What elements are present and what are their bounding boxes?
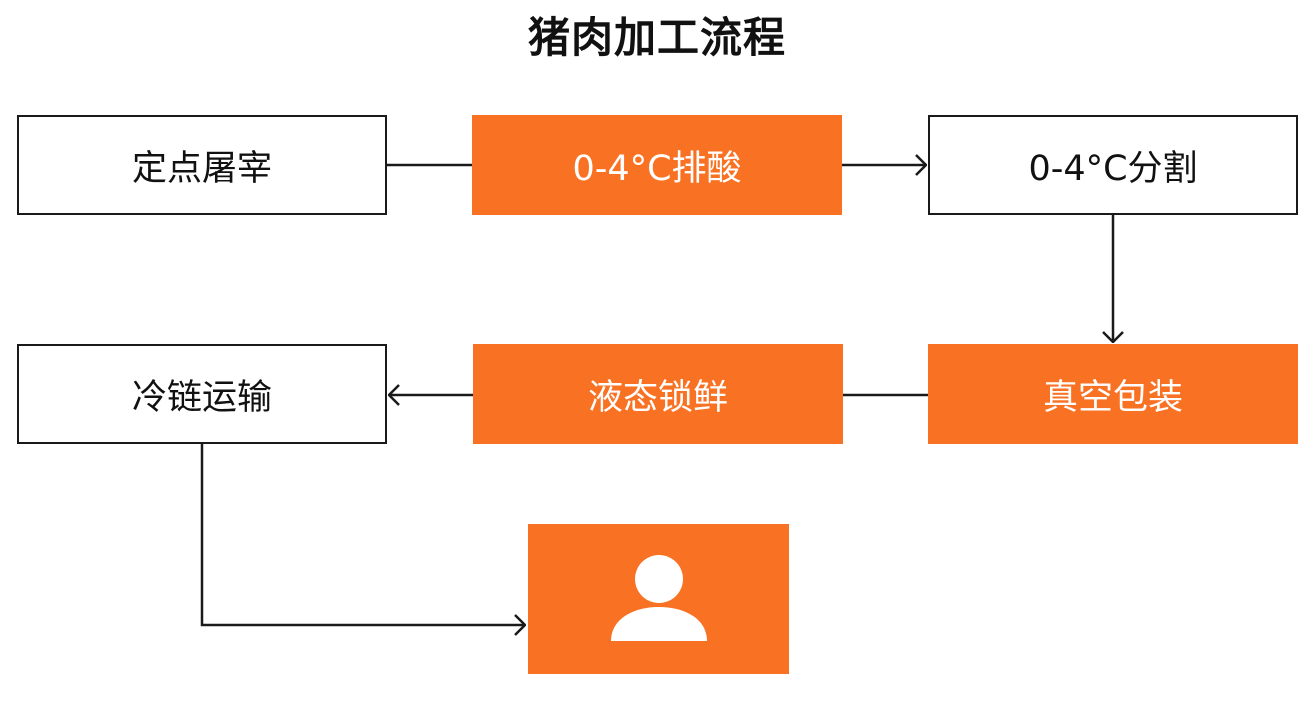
node-cutting: 0-4°C分割 bbox=[928, 115, 1298, 215]
node-vacuum-pack: 真空包装 bbox=[928, 344, 1298, 444]
node-cold-chain: 冷链运输 bbox=[17, 344, 387, 444]
node-cutting-label: 0-4°C分割 bbox=[1028, 148, 1198, 189]
node-liquid-fresh: 液态锁鲜 bbox=[473, 344, 843, 444]
user-icon bbox=[610, 555, 707, 641]
node-slaughter: 定点屠宰 bbox=[17, 115, 387, 215]
connector-coldchain-to-consumer bbox=[200, 444, 525, 625]
node-acid-drain-label: 0-4°C排酸 bbox=[572, 148, 742, 189]
node-cold-chain-label: 冷链运输 bbox=[131, 377, 272, 418]
node-acid-drain: 0-4°C排酸 bbox=[472, 115, 842, 215]
node-liquid-fresh-label: 液态锁鲜 bbox=[587, 377, 728, 418]
node-slaughter-label: 定点屠宰 bbox=[131, 148, 272, 189]
diagram-title: 猪肉加工流程 bbox=[527, 13, 786, 62]
node-consumer bbox=[528, 524, 789, 674]
node-vacuum-pack-label: 真空包装 bbox=[1042, 377, 1183, 418]
